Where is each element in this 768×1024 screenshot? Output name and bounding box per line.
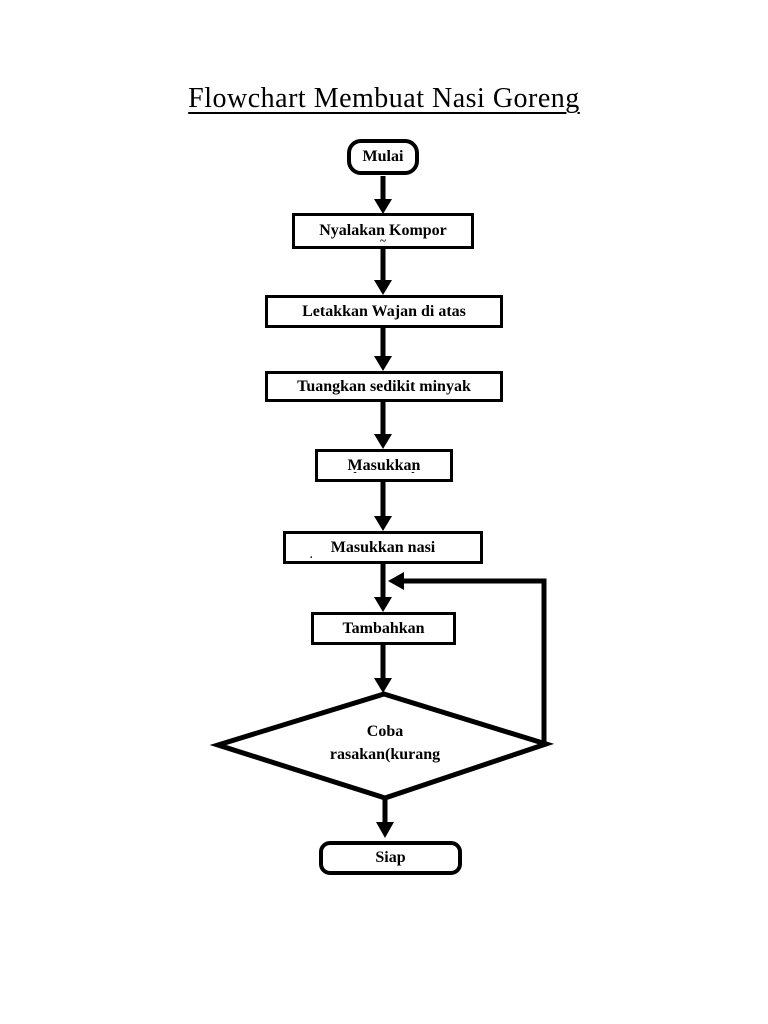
node-letakkan-wajan: Letakkan Wajan di atas — [265, 295, 503, 328]
node-masukkan-nasi: Masukkan nasi . — [283, 531, 483, 564]
node-nyalakan-kompor: Nyalakan Kompor ~ — [292, 213, 474, 249]
node-start: Mulai — [347, 139, 419, 175]
arrowhead-loopback — [388, 572, 404, 590]
node-tuangkan-minyak: Tuangkan sedikit minyak — [265, 371, 503, 402]
arrowhead-decision-to-siap — [376, 822, 394, 838]
decision-label-line1: Coba — [366, 723, 404, 740]
node-tuangkan-minyak-label: Tuangkan sedikit minyak — [297, 377, 471, 395]
node-tambahkan: Tambahkan — [311, 612, 456, 645]
arrowhead-nyalakan-to-letakkan — [374, 280, 392, 295]
arrowhead-letakkan-to-tuangkan — [374, 356, 392, 371]
arrowhead-masukkan-nasi-to-tambahkan — [374, 597, 392, 612]
arrowhead-start-to-nyalakan — [374, 199, 392, 214]
node-masukkan-clipped-text: - - — [353, 467, 441, 478]
node-masukkan: Masukkan - - — [315, 449, 453, 482]
loopback-line-decision-to-arrow — [404, 578, 547, 742]
node-masukkan-nasi-label: Masukkan nasi — [330, 538, 436, 556]
node-nyalakan-kompor-clipped-text: ~ — [380, 235, 386, 247]
node-siap-label: Siap — [375, 849, 406, 866]
page-title: Flowchart Membuat Nasi Goreng — [188, 83, 580, 114]
node-start-label: Mulai — [362, 148, 404, 165]
decision-label-line2: rasakan(kurang — [329, 746, 441, 763]
arrowhead-masukkan-to-masukkan-nasi — [374, 516, 392, 531]
node-masukkan-nasi-clipped-text: . — [310, 550, 313, 561]
node-letakkan-wajan-label: Letakkan Wajan di atas — [302, 302, 466, 320]
arrowhead-tuangkan-to-masukkan — [374, 434, 392, 449]
node-nyalakan-kompor-label: Nyalakan Kompor — [319, 222, 447, 239]
node-siap: Siap — [319, 841, 462, 875]
node-tambahkan-label: Tambahkan — [342, 619, 425, 637]
arrowhead-tambahkan-to-decision — [374, 678, 392, 693]
node-decision-label: Coba rasakan(kurang — [259, 720, 511, 766]
node-masukkan-label: Masukkan — [347, 456, 421, 474]
